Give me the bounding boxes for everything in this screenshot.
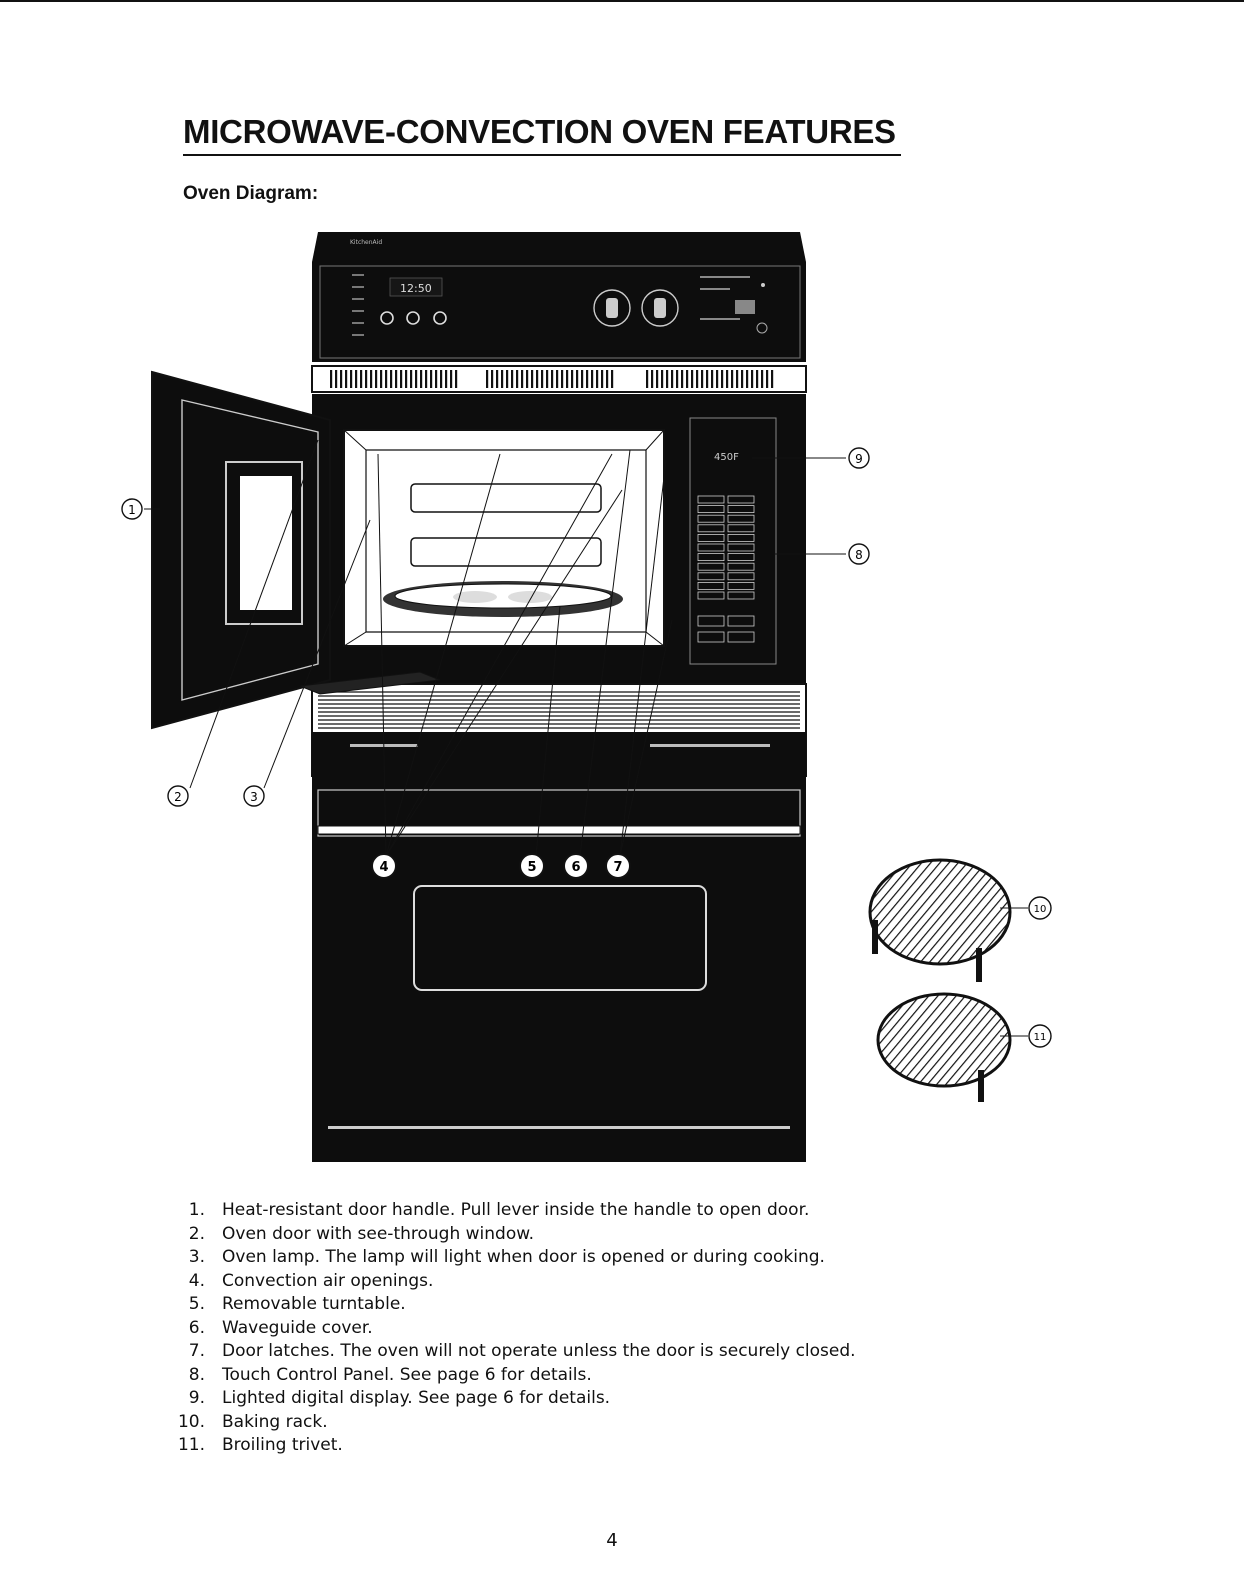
feature-text: Convection air openings. — [222, 1270, 434, 1291]
feature-text: Removable turntable. — [222, 1294, 406, 1314]
callout-8-label: 8 — [855, 548, 863, 562]
lower-oven — [312, 776, 806, 1162]
feature-number: 7. — [188, 1341, 205, 1361]
clock-display-readout: 12:50 — [400, 282, 432, 295]
callout-10-label: 10 — [1034, 904, 1047, 915]
feature-number: 6. — [188, 1317, 205, 1338]
feature-number: 9. — [188, 1388, 205, 1408]
feature-text: Baking rack. — [222, 1411, 328, 1432]
page-number: 4 — [606, 1530, 618, 1551]
clock-display: 12:50 — [389, 277, 443, 297]
feature-item: 8. Touch Control Panel. See page 6 for de… — [175, 1364, 856, 1388]
callout-1: 1 — [121, 498, 143, 520]
callout-2-label: 2 — [174, 790, 182, 804]
callout-9-label: 9 — [855, 452, 863, 466]
callout-8: 8 — [848, 543, 870, 565]
feature-text: Door latches. The oven will not operate … — [222, 1341, 856, 1361]
feature-item: 2. Oven door with see-through window. — [175, 1223, 856, 1247]
feature-number: 2. — [188, 1223, 205, 1244]
oven-diagram: KitchenAid 12:50 — [121, 232, 1052, 1162]
callout-9: 9 — [848, 447, 870, 469]
callout-7: 7 — [605, 853, 631, 879]
feature-item: 4. Convection air openings. — [175, 1270, 856, 1294]
oven-door-open — [151, 370, 441, 730]
feature-number: 3. — [188, 1247, 205, 1267]
callout-3: 3 — [243, 785, 265, 807]
top-border-rule — [0, 0, 1244, 2]
callout-10: 10 — [1028, 896, 1052, 920]
broiling-trivet — [876, 992, 1012, 1102]
leader-lines — [144, 439, 1028, 1037]
feature-number: 8. — [188, 1364, 205, 1385]
callout-6-label: 6 — [571, 860, 580, 875]
feature-number: 4. — [188, 1270, 205, 1291]
feature-item: 6. Waveguide cover. — [175, 1317, 856, 1341]
turntable — [383, 581, 623, 617]
callout-6: 6 — [563, 853, 589, 879]
control-buttons — [380, 311, 447, 325]
callout-11-label: 11 — [1034, 1032, 1047, 1043]
feature-text: Oven door with see-through window. — [222, 1223, 534, 1244]
touch-control-panel: 450F — [689, 417, 777, 665]
callout-2: 2 — [167, 785, 189, 807]
callout-4-label: 4 — [379, 860, 388, 875]
left-indicator-marks — [352, 274, 364, 336]
feature-text: Waveguide cover. — [222, 1317, 373, 1338]
feature-item: 10. Baking rack. — [175, 1411, 856, 1435]
feature-item: 7. Door latches. The oven will not operat… — [175, 1340, 856, 1364]
callout-5-label: 5 — [527, 860, 536, 875]
feature-number: 10. — [177, 1411, 205, 1432]
right-panel-markings — [700, 276, 768, 334]
feature-item: 1. Heat-resistant door handle. Pull lever… — [175, 1199, 856, 1223]
callout-7-label: 7 — [613, 860, 622, 875]
feature-text: Broiling trivet. — [222, 1435, 343, 1455]
feature-text: Heat-resistant door handle. Pull lever i… — [222, 1200, 810, 1220]
callout-11: 11 — [1028, 1024, 1052, 1048]
brand-label: KitchenAid — [350, 239, 382, 246]
feature-item: 9. Lighted digital display. See page 6 fo… — [175, 1387, 856, 1411]
diagram-heading: Oven Diagram: — [183, 183, 319, 204]
grille-band — [311, 683, 807, 777]
feature-text: Lighted digital display. See page 6 for … — [222, 1388, 611, 1408]
feature-item: 11. Broiling trivet. — [175, 1434, 856, 1458]
page-title: MICROWAVE-CONVECTION OVEN FEATURES — [183, 113, 896, 150]
vent-strip — [311, 365, 807, 393]
callout-1-label: 1 — [128, 503, 136, 517]
callout-5: 5 — [519, 853, 545, 879]
dial-right — [641, 289, 679, 327]
feature-number: 11. — [177, 1435, 205, 1455]
feature-text: Touch Control Panel. See page 6 for deta… — [222, 1364, 592, 1385]
feature-number: 1. — [188, 1200, 205, 1220]
baking-rack — [868, 858, 1012, 982]
feature-text: Oven lamp. The lamp will light when door… — [222, 1247, 825, 1267]
callout-3-label: 3 — [250, 790, 258, 804]
dial-left — [593, 289, 631, 327]
feature-list: 1. Heat-resistant door handle. Pull lever… — [175, 1199, 856, 1458]
feature-item: 3. Oven lamp. The lamp will light when do… — [175, 1246, 856, 1270]
oven-display-readout: 450F — [714, 452, 739, 463]
title-underline — [183, 154, 901, 156]
callout-4: 4 — [371, 853, 397, 879]
control-panel: KitchenAid 12:50 — [312, 232, 806, 362]
feature-number: 5. — [188, 1294, 205, 1314]
feature-item: 5. Removable turntable. — [175, 1293, 856, 1317]
